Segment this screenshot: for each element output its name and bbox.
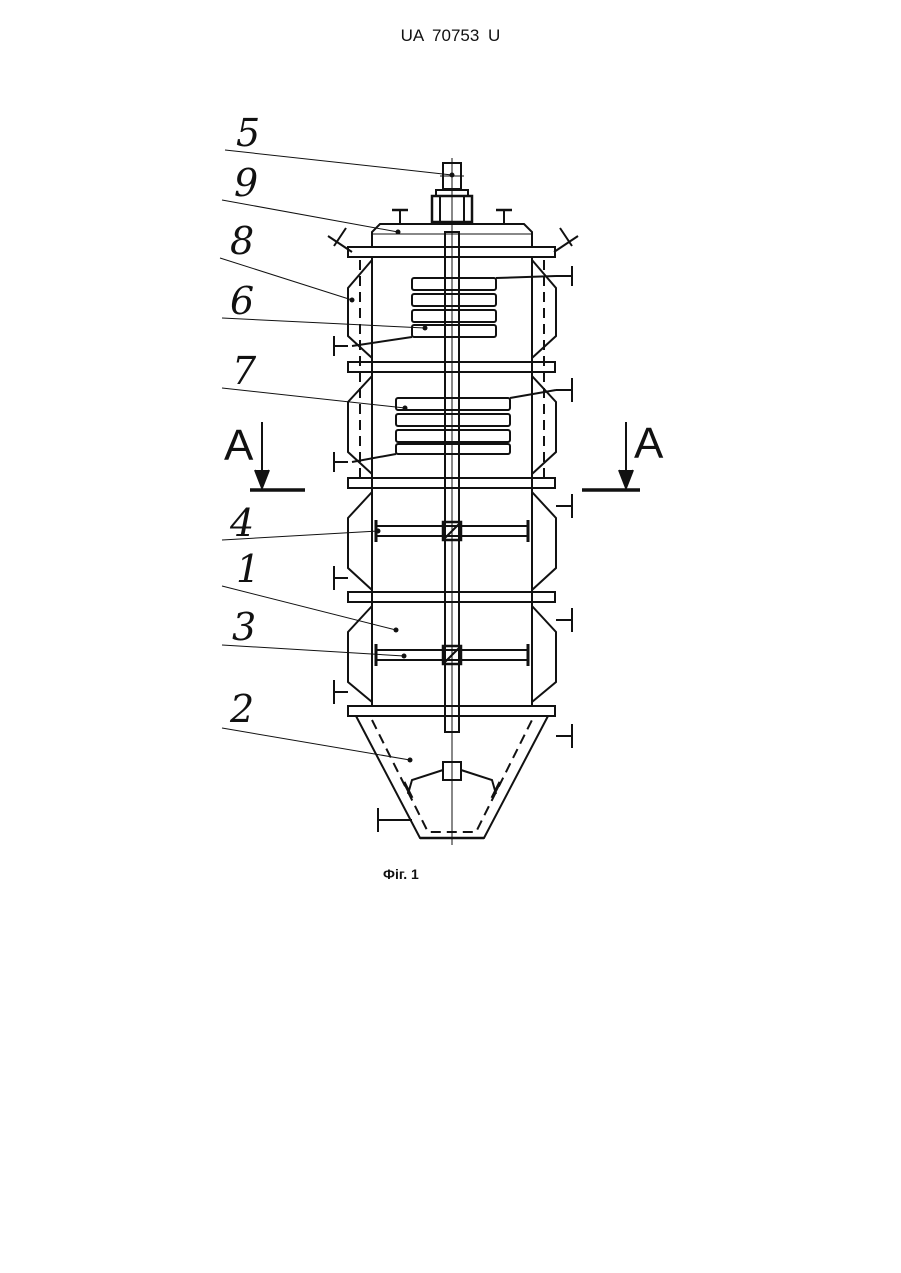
label-9: 9 (234, 161, 258, 205)
label-1: 1 (236, 547, 260, 591)
label-6: 6 (230, 279, 254, 323)
figure-caption: Фіг. 1 (383, 866, 419, 882)
label-4: 4 (229, 501, 254, 545)
label-8: 8 (230, 219, 254, 263)
label-7: 7 (232, 349, 257, 393)
label-3: 3 (232, 605, 256, 649)
label-2: 2 (229, 687, 254, 731)
section-mark-left: A (224, 421, 254, 470)
section-mark-right: A (634, 419, 664, 468)
label-5: 5 (236, 111, 260, 155)
